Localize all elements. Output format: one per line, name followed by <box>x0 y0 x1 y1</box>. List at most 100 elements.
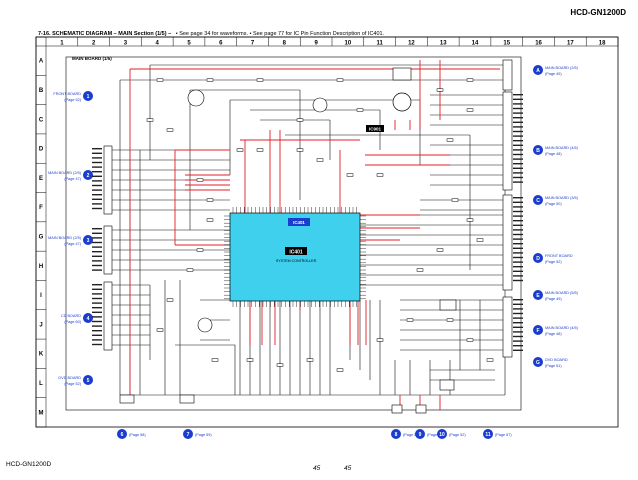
column-label: 3 <box>124 41 128 47</box>
row-label: H <box>39 264 43 270</box>
pin-label-mark <box>513 181 523 183</box>
page-ref-id: 10 <box>439 432 445 438</box>
page-ref-circle <box>533 357 543 367</box>
row-label: J <box>39 322 42 328</box>
column-label: 7 <box>251 41 255 47</box>
pin-label-mark <box>513 256 523 259</box>
diagram-title: 7-16. SCHEMATIC DIAGRAM – MAIN Section (… <box>38 31 384 37</box>
pin-label-mark <box>513 158 523 160</box>
column-label: 5 <box>187 41 191 47</box>
pin-label-mark <box>92 260 102 262</box>
pin-label-mark <box>513 172 523 174</box>
model-footer: HCD-GN1200D <box>6 461 52 468</box>
pin-label-mark <box>92 198 102 200</box>
pin-label-mark <box>513 335 523 338</box>
resistor <box>211 358 219 362</box>
pin-label-mark <box>513 331 523 333</box>
resistor <box>406 318 414 322</box>
connector-cn-left-2 <box>103 225 113 275</box>
page-ref-circle <box>83 313 93 323</box>
page-ref-circle <box>391 429 401 439</box>
page-ref-id: 2 <box>87 173 90 179</box>
row-label: K <box>39 352 44 358</box>
pin-label-mark <box>92 207 102 210</box>
resistor <box>436 248 444 252</box>
connector-cn-right-4 <box>502 296 513 358</box>
resistor <box>376 173 384 177</box>
resistor <box>156 328 164 332</box>
pin-label-mark <box>513 243 523 245</box>
ic401-left-pins <box>224 215 230 299</box>
pin-label-mark <box>92 330 102 332</box>
connector-cn-right-2 <box>502 91 513 191</box>
page-ref-page: (Page 50) <box>545 202 562 206</box>
pin-label-mark <box>92 293 102 295</box>
page-ref-id: G <box>536 360 540 366</box>
row-label: A <box>39 59 44 65</box>
connector-cn-left-1 <box>103 145 113 215</box>
page-ref-id: 3 <box>87 238 90 244</box>
page-number-left: 45 <box>313 465 321 472</box>
page-ref-id: 4 <box>87 316 90 322</box>
row-label: G <box>39 235 44 241</box>
pin-label-mark <box>92 241 102 244</box>
bottom-connector-blocks <box>119 394 427 414</box>
page-ref-circle <box>437 429 447 439</box>
pin-label-mark <box>92 251 102 253</box>
pin-label-mark <box>92 148 102 150</box>
pin-label-mark <box>513 117 523 119</box>
page-ref-page: (Page 59) <box>195 433 212 437</box>
pin-label-mark <box>513 144 523 146</box>
pin-label-mark <box>513 326 523 328</box>
pin-label-mark <box>513 112 523 114</box>
connector-pin-labels <box>92 94 523 351</box>
pin-label-mark <box>92 284 102 286</box>
pin-label-mark <box>513 206 523 208</box>
ic901-tag <box>366 125 384 132</box>
resistor <box>356 108 364 112</box>
column-label: 8 <box>283 41 287 47</box>
left-connector-blocks <box>103 145 113 351</box>
row-label: F <box>39 205 43 211</box>
pin-label-mark <box>92 320 102 323</box>
board-boundary <box>65 56 522 411</box>
resistor <box>466 218 474 222</box>
page-ref-id: A <box>536 68 540 74</box>
page-ref-page: (Page 48) <box>545 332 562 336</box>
regulator-top-block <box>392 67 412 81</box>
resistor <box>466 338 474 342</box>
regulator-body <box>392 92 412 112</box>
pin-label-mark <box>513 201 523 203</box>
model-header: HCD-GN1200D <box>570 8 626 17</box>
pin-label-mark <box>513 229 523 231</box>
resistor <box>346 173 354 177</box>
page-ref-page: (Page 49) <box>545 72 562 76</box>
pin-label-mark <box>513 98 523 100</box>
page-ref-circle <box>533 325 543 335</box>
page-ref-circle <box>183 429 193 439</box>
resistor <box>146 118 154 122</box>
page-ref-circle <box>83 170 93 180</box>
pin-label-mark <box>513 197 523 199</box>
pin-label-mark <box>513 121 523 123</box>
pin-label-mark <box>513 238 523 240</box>
page-ref-circle <box>483 429 493 439</box>
pin-label-mark <box>92 316 102 318</box>
ic401-badge-label: IC401 <box>293 220 305 225</box>
resistor <box>306 358 314 362</box>
pin-label-mark <box>92 339 102 341</box>
pin-label-mark <box>92 157 102 159</box>
column-label: 17 <box>567 41 574 47</box>
page-ref-title: CD BOARD <box>61 314 81 318</box>
pin-label-mark <box>513 317 523 319</box>
resistor <box>316 158 324 162</box>
resistor <box>206 78 214 82</box>
connector-cn-right-3 <box>502 194 513 291</box>
passive-components <box>146 78 494 372</box>
pin-label-mark <box>513 103 523 105</box>
pin-label-mark <box>92 152 102 154</box>
connector-cn-bottom-1 <box>119 394 135 404</box>
